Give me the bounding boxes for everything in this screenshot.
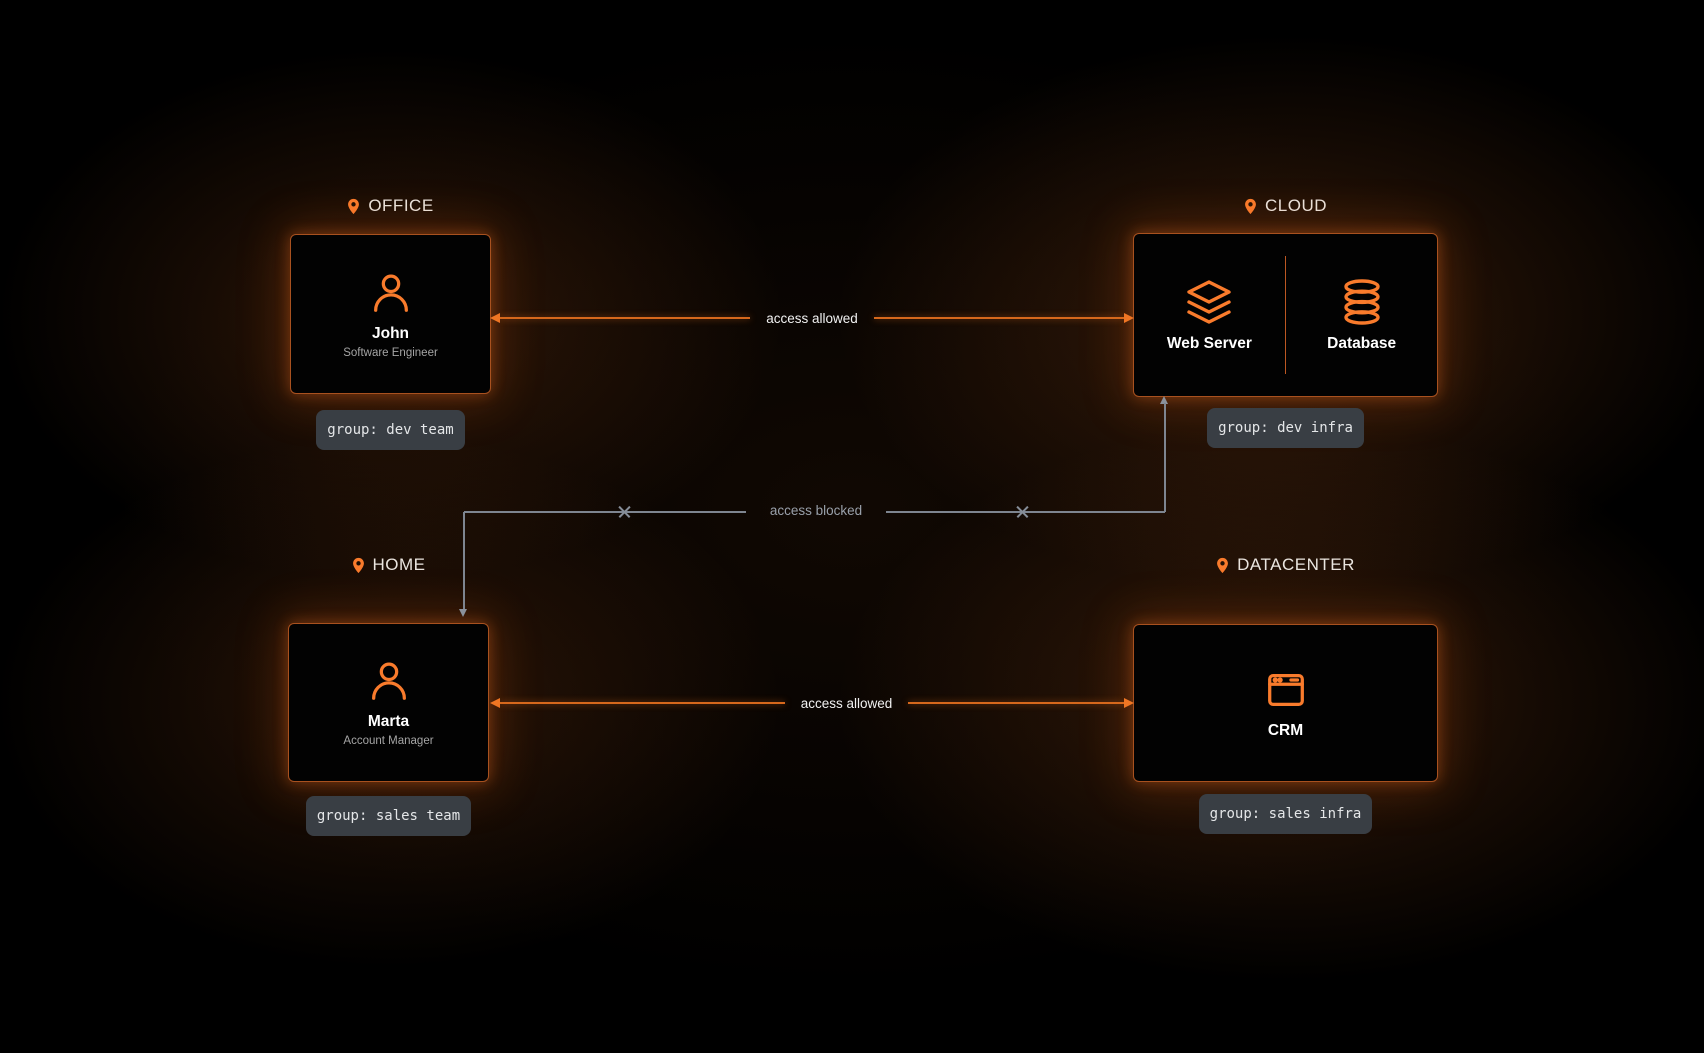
blocked-line-horizontal-left [464,511,746,513]
group-badge: group: dev team [316,410,465,450]
site-label-home: HOME [288,553,489,577]
group-badge: group: dev infra [1207,408,1364,448]
blocked-line-vertical-left [463,512,465,611]
node-database: Database [1286,278,1437,353]
node-name: John [371,324,410,342]
node-name: Database [1327,334,1397,352]
person-icon [366,658,412,704]
person-icon [368,270,414,316]
group-badge-datacenter-wrap: group: sales infra [1133,794,1438,834]
connection-john-cloud: access allowed [490,306,1135,330]
site-label-datacenter: DATACENTER [1133,553,1438,577]
connection-label: access allowed [800,695,893,711]
node-name: Web Server [1166,334,1252,352]
node-card-john: John Software Engineer [290,234,491,394]
map-pin-icon [347,198,360,215]
layers-icon [1185,278,1233,326]
node-crm: CRM [1134,667,1437,740]
node-role: Software Engineer [343,346,438,359]
node-card-crm: CRM [1133,624,1438,782]
site-label-cloud: CLOUD [1133,194,1438,218]
connection-line [873,317,1125,319]
map-pin-icon [1244,198,1257,215]
site-label-office: OFFICE [290,194,491,218]
site-label-text: DATACENTER [1237,555,1355,574]
arrowhead-down-icon [459,609,467,617]
arrowhead-left-icon [490,313,500,323]
node-card-marta: Marta Account Manager [288,623,489,782]
site-label-text: CLOUD [1264,196,1327,215]
arrowhead-right-icon [1124,313,1135,323]
node-john: John Software Engineer [291,270,490,359]
arrowhead-left-icon [490,698,500,708]
app-window-icon [1263,667,1309,713]
group-badge-home-wrap: group: sales team [288,796,489,836]
group-badge-office-wrap: group: dev team [290,410,491,450]
database-icon [1338,278,1386,326]
connection-marta-crm: access allowed [490,691,1134,715]
connection-label-blocked: access blocked [769,503,863,518]
node-web-server: Web Server [1134,278,1285,353]
connection-line [500,702,785,704]
group-badge: group: sales team [305,796,472,836]
blocked-x-icon [617,504,632,519]
site-label-text: HOME [372,555,426,574]
connection-line [500,317,751,319]
node-card-cloud: Web Server Database [1133,233,1438,397]
arrowhead-up-icon [1160,396,1168,404]
blocked-line-vertical-right [1164,403,1166,512]
node-name: Marta [367,713,410,730]
site-label-text: OFFICE [368,196,434,215]
map-pin-icon [1216,557,1229,574]
blocked-x-icon [1015,504,1030,519]
card-divider [1284,256,1287,374]
group-badge: group: sales infra [1198,794,1373,834]
node-marta: Marta Account Manager [289,658,488,747]
connection-line [908,702,1124,704]
group-badge-cloud-wrap: group: dev infra [1133,408,1438,448]
map-pin-icon [352,557,365,574]
connection-label: access allowed [766,310,858,326]
node-role: Account Manager [343,735,434,747]
arrowhead-right-icon [1124,698,1134,708]
node-name: CRM [1267,721,1304,739]
